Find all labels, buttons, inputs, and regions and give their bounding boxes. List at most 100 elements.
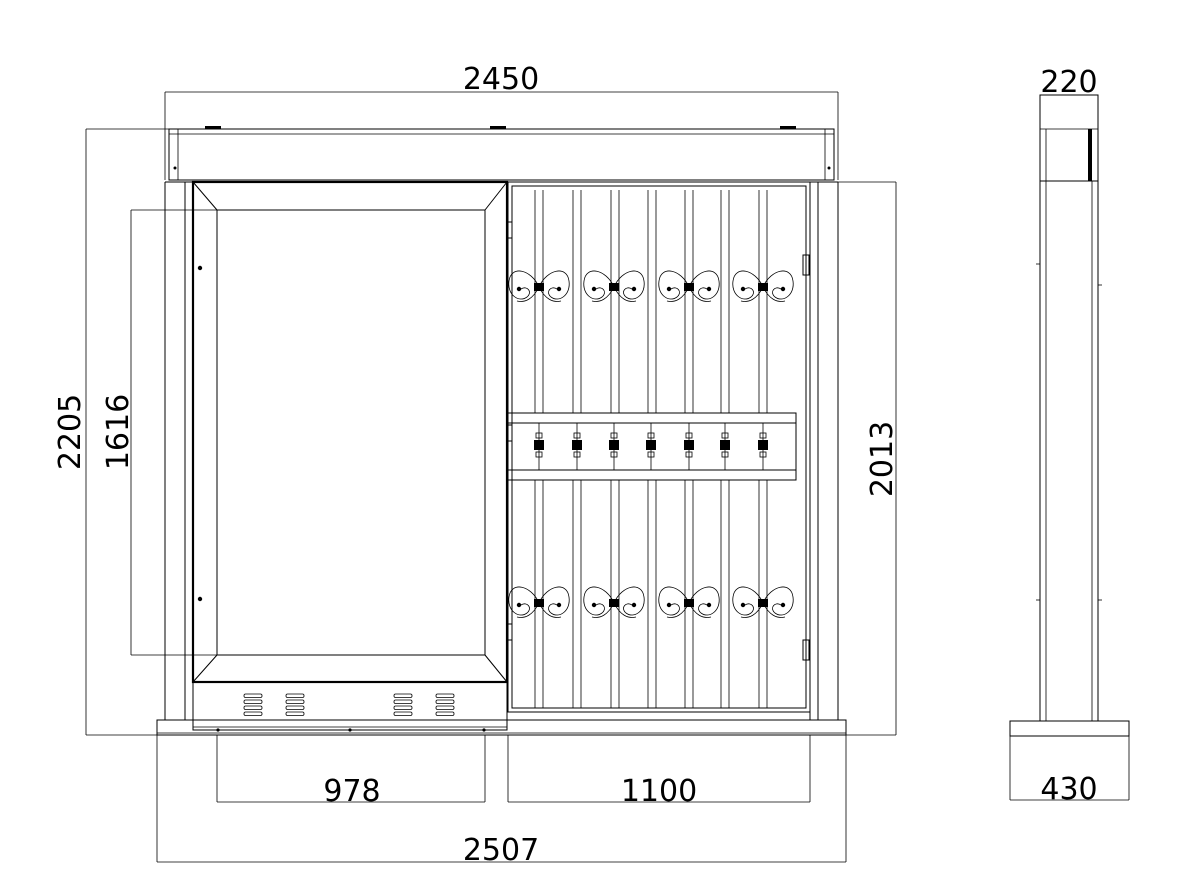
vent-slots — [243, 693, 455, 716]
scroll-bud — [516, 286, 522, 292]
scroll-bud — [591, 602, 597, 608]
collar-ring — [535, 451, 543, 458]
dim-label-2013: 2013 — [865, 421, 900, 497]
scroll-curve — [658, 586, 690, 616]
collar-ring — [573, 451, 581, 458]
scroll-curve — [732, 586, 764, 616]
vent-slot — [393, 699, 413, 704]
scroll-bud — [516, 602, 522, 608]
grille-scrolls — [508, 270, 794, 618]
vent-slot — [243, 705, 263, 710]
dim-label-2450: 2450 — [463, 62, 539, 97]
scroll-bud — [666, 286, 672, 292]
scroll-curve — [583, 270, 615, 300]
collar-block — [646, 440, 656, 450]
scroll-bud — [666, 602, 672, 608]
collar-ring — [573, 432, 581, 439]
scroll-knot — [609, 283, 619, 291]
dim-1100: 1100 — [507, 735, 811, 809]
scroll-ornament — [762, 270, 794, 302]
scroll-bud — [556, 602, 562, 608]
scroll-knot — [534, 599, 544, 607]
collar-ring — [759, 451, 767, 458]
vent-slot — [435, 699, 455, 704]
display-cabinet — [191, 180, 509, 684]
scroll-curve — [613, 586, 645, 616]
lock-dot-bottom — [197, 596, 203, 602]
vent-slot — [393, 693, 413, 698]
vent-slot — [435, 711, 455, 716]
right-post — [809, 181, 839, 720]
base-plinth — [156, 719, 847, 736]
scroll-curve — [508, 586, 540, 616]
vent-slot — [393, 705, 413, 710]
collar-ring — [721, 451, 729, 458]
scroll-bud — [591, 286, 597, 292]
scroll-curve — [538, 586, 570, 616]
dim-2013: 2013 — [838, 181, 900, 736]
dim-label-1616: 1616 — [101, 394, 136, 470]
scroll-curve — [538, 270, 570, 300]
scroll-knot — [609, 599, 619, 607]
vent-slot — [393, 711, 413, 716]
dim-2205: 2205 — [53, 128, 180, 736]
collar — [758, 423, 768, 470]
vent-slot — [285, 705, 305, 710]
vent-slot — [285, 693, 305, 698]
front-view: 2450 2205 1616 2013 978 — [53, 62, 900, 868]
collar-ring — [647, 451, 655, 458]
scroll-bud — [780, 602, 786, 608]
dim-label-978: 978 — [323, 774, 380, 809]
grille-door — [507, 181, 811, 713]
dim-978: 978 — [216, 735, 486, 809]
collar-block — [720, 440, 730, 450]
dim-label-220: 220 — [1040, 65, 1097, 100]
scroll-knot — [684, 283, 694, 291]
side-view: 220 430 — [1009, 65, 1130, 807]
scroll-curve — [732, 270, 764, 300]
dim-label-1100: 1100 — [621, 774, 697, 809]
scroll-bud — [740, 602, 746, 608]
lock-dot-top — [197, 265, 203, 271]
collar — [572, 423, 582, 470]
collar-ring — [721, 432, 729, 439]
collar-ring — [610, 451, 618, 458]
collar — [720, 423, 730, 470]
collar-block — [534, 440, 544, 450]
scroll-bud — [706, 602, 712, 608]
collar-block — [572, 440, 582, 450]
header-box — [168, 126, 835, 181]
scroll-curve — [688, 270, 720, 300]
scroll-knot — [534, 283, 544, 291]
vent-slot — [243, 711, 263, 716]
collar-ring — [647, 432, 655, 439]
collar — [534, 423, 544, 470]
dim-1616: 1616 — [101, 209, 217, 656]
collar-ring — [685, 451, 693, 458]
collar-block — [609, 440, 619, 450]
scroll-curve — [508, 270, 540, 300]
vent-slot — [285, 711, 305, 716]
vent-slot — [285, 699, 305, 704]
scroll-bud — [556, 286, 562, 292]
collar-block — [758, 440, 768, 450]
grille-bars — [534, 190, 768, 708]
left-post — [164, 181, 192, 720]
scroll-curve — [613, 270, 645, 300]
vent-slot — [435, 693, 455, 698]
collar — [609, 423, 619, 470]
collar-ring — [759, 432, 767, 439]
scroll-curve — [688, 586, 720, 616]
dim-2507: 2507 — [156, 735, 847, 868]
vent-slot — [435, 705, 455, 710]
scroll-curve — [658, 270, 690, 300]
dim-label-2507: 2507 — [463, 833, 539, 868]
scroll-curve — [583, 586, 615, 616]
scroll-curve — [762, 270, 794, 300]
side-base — [1009, 720, 1130, 737]
side-post — [1039, 180, 1099, 722]
scroll-knot — [758, 283, 768, 291]
collar-ring — [685, 432, 693, 439]
